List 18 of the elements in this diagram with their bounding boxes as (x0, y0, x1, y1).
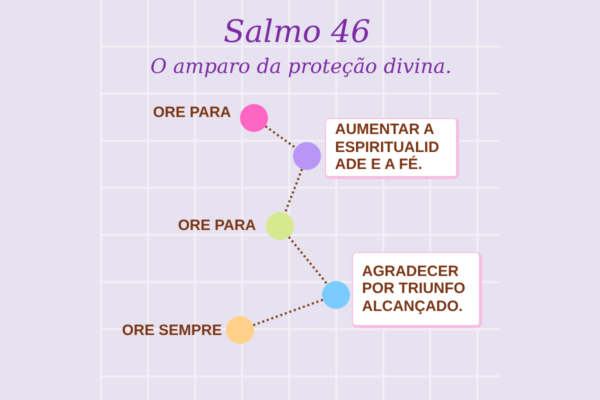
note-card (352, 252, 482, 328)
circle-marker (266, 212, 294, 240)
step-label: ORE PARA (178, 217, 256, 235)
dotted-connector (252, 298, 324, 326)
dotted-connector (264, 125, 296, 149)
title: Salmo 46 (222, 14, 372, 50)
circle-marker (322, 281, 350, 309)
note-card (325, 118, 459, 179)
circle-marker (226, 316, 254, 344)
dotted-connector (284, 168, 304, 214)
dotted-connector (288, 236, 328, 285)
card-text: AUMENTAR A ESPIRITUALID ADE E A FÉ. (335, 121, 440, 174)
step-label: ORE SEMPRE (122, 322, 222, 340)
card-text: AGRADECER POR TRIUNFO ALCANÇADO. (362, 262, 466, 316)
subtitle: O amparo da proteção divina. (149, 54, 453, 78)
circle-marker (240, 104, 268, 132)
circle-marker (293, 142, 321, 170)
step-label: ORE PARA (152, 104, 231, 122)
